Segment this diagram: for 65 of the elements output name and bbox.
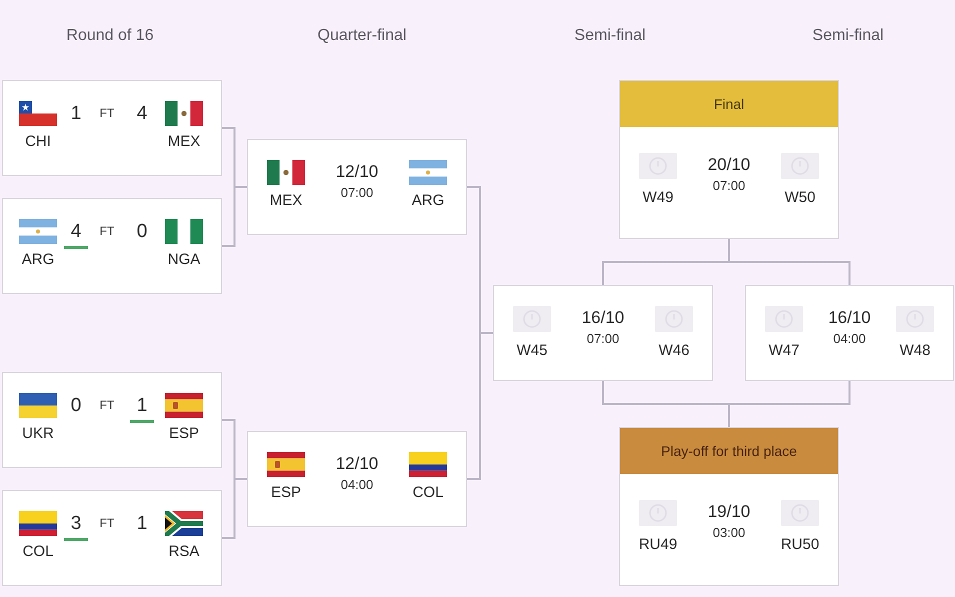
stage-header: Play-off for third place <box>620 428 838 474</box>
team-code: CHI <box>25 133 51 151</box>
bracket-connector <box>222 478 247 539</box>
score: 0 <box>136 220 148 244</box>
match-card <box>2 490 222 586</box>
team-code: ESP <box>168 425 199 443</box>
match-date: 12/10 <box>336 161 378 183</box>
match-card <box>247 139 467 235</box>
match-card <box>2 372 222 468</box>
score: 4 <box>136 102 148 126</box>
score: 1 <box>70 102 82 126</box>
team-code: W48 <box>900 342 930 360</box>
team-code: ARG <box>412 192 444 210</box>
match-date: 16/10 <box>582 307 624 329</box>
match-status: FT <box>100 105 114 122</box>
match-status: FT <box>100 397 114 414</box>
team-code: W50 <box>784 189 816 207</box>
kickoff-time: 07:00 <box>340 184 374 202</box>
team-code: MEX <box>270 192 302 210</box>
round-heading: Quarter-final <box>318 26 406 46</box>
team-code: W49 <box>642 189 674 207</box>
kickoff-time: 04:00 <box>340 476 374 494</box>
match-card <box>2 198 222 294</box>
score: 0 <box>70 394 82 418</box>
match-card <box>2 80 222 176</box>
match-date: 12/10 <box>336 453 378 475</box>
score: 1 <box>136 512 148 536</box>
match-date: 16/10 <box>828 307 871 329</box>
team-code: COL <box>412 484 444 502</box>
match-card <box>493 285 713 381</box>
kickoff-time: 04:00 <box>833 330 866 348</box>
team-code: W45 <box>516 342 548 360</box>
bracket-connector <box>728 381 850 427</box>
bracket-connector <box>222 186 247 247</box>
match-status: FT <box>100 223 114 240</box>
team-code: RU49 <box>638 536 678 554</box>
team-code: UKR <box>22 425 54 443</box>
stage-header: Final <box>620 81 838 127</box>
team-code: ESP <box>270 484 301 502</box>
team-code: COL <box>22 543 54 561</box>
match-date: 19/10 <box>708 501 750 523</box>
round-heading: Semi-final <box>812 26 884 46</box>
kickoff-time: 07:00 <box>586 330 620 348</box>
match-card <box>619 427 839 586</box>
team-code: ARG <box>22 251 54 269</box>
kickoff-time: 07:00 <box>712 177 746 195</box>
score: 4 <box>70 220 82 244</box>
score: 3 <box>70 512 82 536</box>
bracket-connector <box>728 239 850 285</box>
match-card <box>745 285 954 381</box>
match-status: FT <box>100 515 114 532</box>
team-code: NGA <box>168 251 200 269</box>
round-heading: Round of 16 <box>66 26 154 46</box>
round-heading: Semi-final <box>574 26 646 46</box>
team-code: MEX <box>168 133 200 151</box>
team-code: RSA <box>168 543 200 561</box>
match-card <box>247 431 467 527</box>
bracket-connector <box>467 332 493 480</box>
match-card <box>619 80 839 239</box>
kickoff-time: 03:00 <box>712 524 746 542</box>
team-code: W47 <box>768 342 800 360</box>
team-code: W46 <box>658 342 690 360</box>
score: 1 <box>136 394 148 418</box>
match-date: 20/10 <box>708 154 750 176</box>
team-code: RU50 <box>780 536 820 554</box>
